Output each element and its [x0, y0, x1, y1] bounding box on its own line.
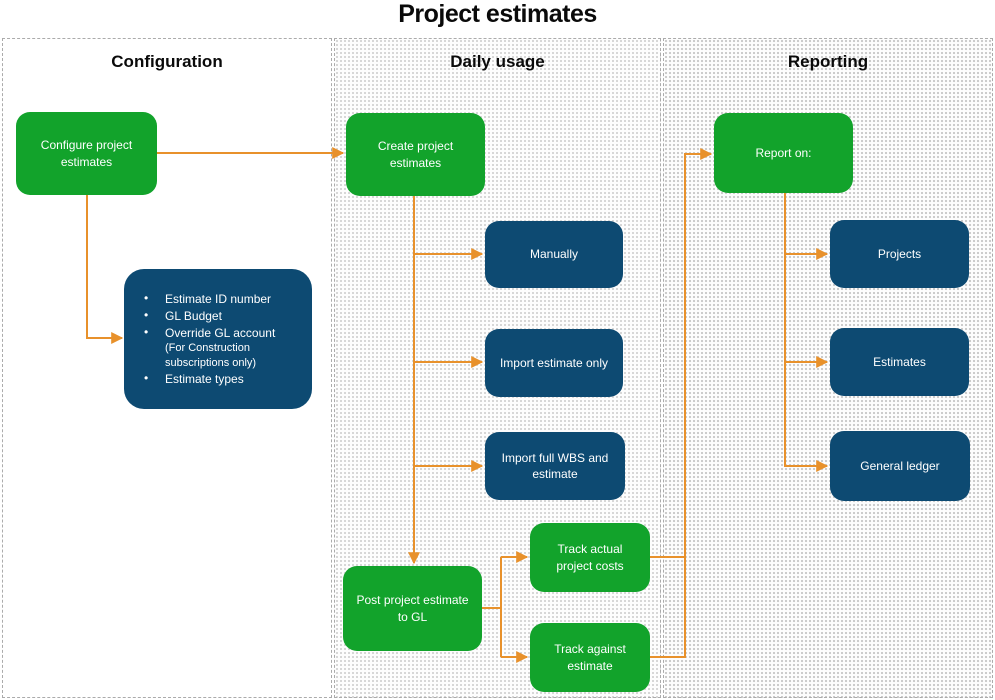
estimate-details-list: Estimate ID number GL Budget Override GL…: [134, 290, 302, 388]
node-general-ledger: General ledger: [830, 431, 970, 501]
node-projects: Projects: [830, 220, 969, 288]
lane-header-daily-usage: Daily usage: [450, 52, 545, 71]
list-item-note: (For Construction subscriptions only): [165, 342, 257, 369]
node-estimate-configuration-details: Estimate ID number GL Budget Override GL…: [124, 269, 312, 409]
node-post-project-estimate-to-gl: Post project estimate to GL: [343, 566, 482, 651]
list-item: Estimate ID number: [134, 290, 302, 307]
list-item: Override GL account(For Construction sub…: [134, 324, 302, 370]
node-manually: Manually: [485, 221, 623, 288]
node-track-against-estimate: Track against estimate: [530, 623, 650, 692]
page-title: Project estimates: [398, 0, 597, 28]
node-track-actual-project-costs: Track actual project costs: [530, 523, 650, 592]
lane-header-reporting: Reporting: [787, 52, 869, 71]
list-item: Estimate types: [134, 370, 302, 387]
list-item: GL Budget: [134, 307, 302, 324]
node-create-project-estimates: Create project estimates: [346, 113, 485, 196]
node-estimates: Estimates: [830, 328, 969, 396]
node-configure-project-estimates: Configure project estimates: [16, 112, 157, 195]
lane-header-configuration: Configuration: [111, 52, 223, 71]
node-import-full-wbs-and-estimate: Import full WBS and estimate: [485, 432, 625, 500]
node-import-estimate-only: Import estimate only: [485, 329, 623, 397]
node-report-on: Report on:: [714, 113, 853, 193]
